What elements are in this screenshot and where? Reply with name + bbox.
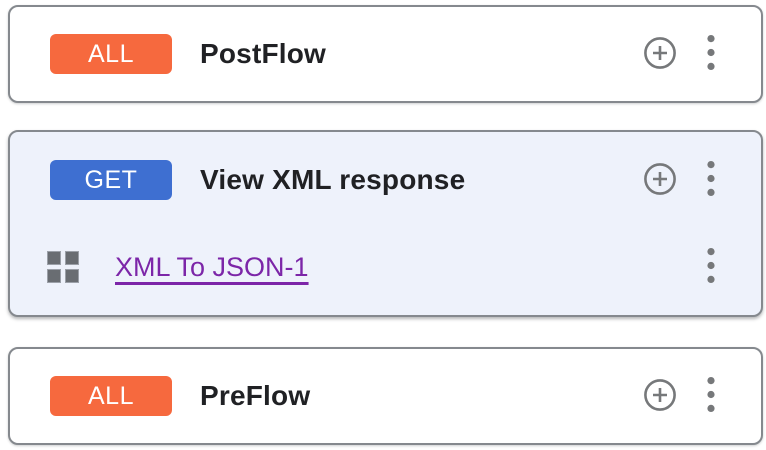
flow-row: ALL PostFlow xyxy=(10,7,761,101)
kebab-menu-icon xyxy=(707,160,715,200)
flow-card-postflow[interactable]: ALL PostFlow xyxy=(8,5,763,103)
add-step-button[interactable] xyxy=(643,378,677,415)
more-options-button[interactable] xyxy=(707,34,715,74)
flow-title: PreFlow xyxy=(200,380,311,411)
plus-circle-icon xyxy=(643,378,677,415)
policy-step-link[interactable]: XML To JSON-1 xyxy=(115,251,309,282)
grid-icon[interactable] xyxy=(47,251,79,283)
kebab-menu-icon xyxy=(707,376,715,416)
more-options-button[interactable] xyxy=(707,376,715,416)
policy-step-row: XML To JSON-1 xyxy=(10,228,761,306)
flow-row: GET View XML response xyxy=(10,132,761,228)
verb-badge: GET xyxy=(50,160,172,200)
plus-circle-icon xyxy=(643,36,677,73)
flow-card-view-xml-response[interactable]: GET View XML response xyxy=(8,130,763,317)
plus-circle-icon xyxy=(643,162,677,199)
flow-title: View XML response xyxy=(200,164,466,195)
add-step-button[interactable] xyxy=(643,36,677,73)
more-options-button[interactable] xyxy=(707,247,715,287)
flow-title: PostFlow xyxy=(200,38,327,69)
kebab-menu-icon xyxy=(707,247,715,287)
add-step-button[interactable] xyxy=(643,162,677,199)
flow-card-preflow[interactable]: ALL PreFlow xyxy=(8,347,763,445)
more-options-button[interactable] xyxy=(707,160,715,200)
flow-row: ALL PreFlow xyxy=(10,349,761,443)
verb-badge: ALL xyxy=(50,34,172,74)
kebab-menu-icon xyxy=(707,34,715,74)
verb-badge: ALL xyxy=(50,376,172,416)
